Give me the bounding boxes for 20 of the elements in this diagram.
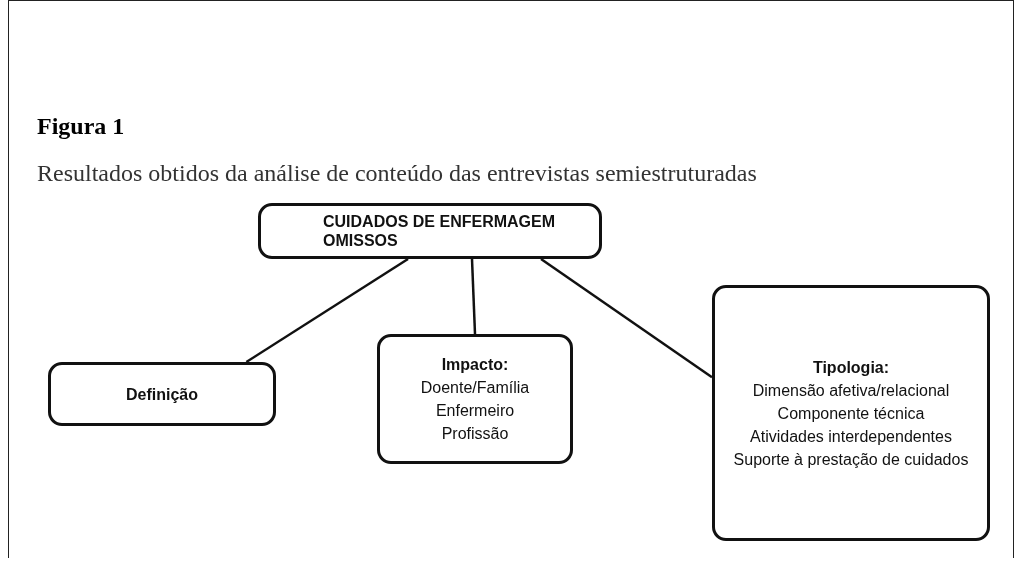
node-text: Componente técnica [777, 403, 925, 423]
figure-title: Figura 1 [37, 113, 125, 140]
node-heading: CUIDADOS DE ENFERMAGEM OMISSOS [323, 212, 556, 250]
rounded-box [48, 362, 276, 426]
node-heading: Tipologia: [812, 357, 890, 377]
connector-line [470, 258, 477, 335]
node-heading: Definição [126, 384, 198, 404]
rounded-box [258, 203, 602, 259]
connector-line [540, 257, 713, 379]
connector-line [245, 257, 409, 364]
node-text: Dimensão afetiva/relacional [752, 380, 950, 400]
node-text: Atividades interdependentes [750, 426, 952, 446]
node-heading: Impacto: [441, 355, 509, 374]
node-text: Suporte à prestação de cuidados [733, 449, 969, 469]
node-text: Enfermeiro [435, 401, 515, 420]
rounded-box [377, 334, 573, 464]
node-text: Profissão [441, 424, 509, 443]
rounded-box [712, 285, 990, 541]
node-text: Doente/Família [420, 378, 530, 397]
figure-caption: Resultados obtidos da análise de conteúdo das entrevistas semiestruturadas [37, 160, 757, 187]
